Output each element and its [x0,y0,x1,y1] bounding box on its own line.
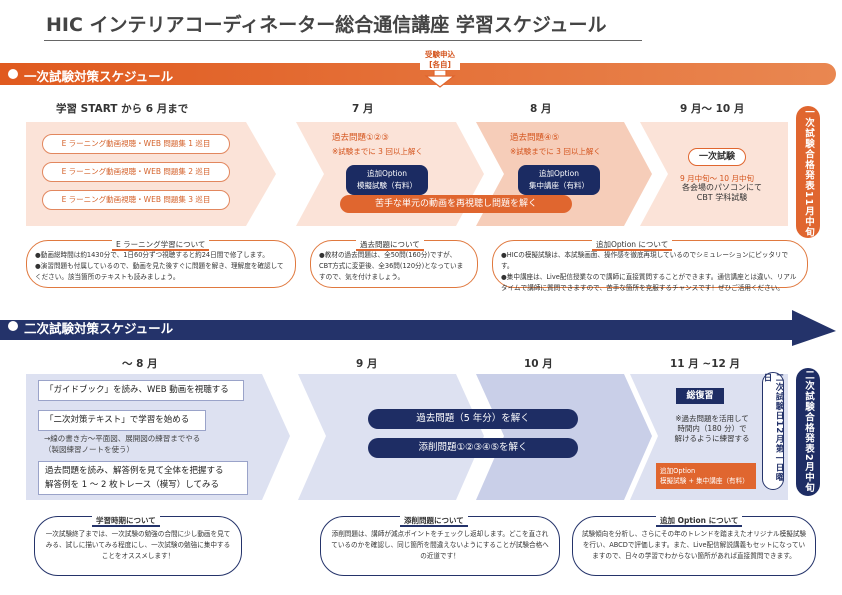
note-study-period-title-wrap: 学習時期について [92,508,160,527]
correction-questions: 添削問題①②③④⑤を解く [368,438,578,458]
month-label: 9 月〜 10 月 [680,103,745,115]
second-exam-bar-label: 二次試験対策スケジュール [24,321,174,336]
note-option-title: 追加Option について [592,240,673,251]
july-option-mock-exam: 追加Option 模擬試験（有料） [346,165,428,195]
note-past-title-wrap: 過去問題について [356,232,424,251]
title-rule [44,40,642,41]
down-arrow-icon [424,69,456,88]
bar-bullet-icon [8,69,18,79]
august-past-questions-title: 過去問題④⑤ [510,133,560,143]
month-label: 8 月 [530,103,552,115]
elearning-round-3: E ラーニング動画視聴・WEB 問題集 3 巡目 [42,190,230,210]
note-past-title: 過去問題について [356,240,424,251]
review-badge: 総復習 [676,388,724,404]
second-exam-bar-arrow [0,310,836,346]
note-option2-title: 追加 Option について [656,516,743,527]
note-elearning-title-wrap: E ラーニング学習について [112,232,210,251]
first-exam-bar: 一次試験対策スケジュール [0,63,836,85]
month-label: 〜 8 月 [122,358,158,370]
month-label: 7 月 [352,103,374,115]
step-textbook: 「二次対策テキスト」で学習を始める [38,410,206,431]
note-elearning-title: E ラーニング学習について [112,240,210,251]
second-option: 追加Option 模擬試験 + 集中講座（有料） [656,463,756,489]
application-label: 受験申込 [各自] [420,50,460,70]
first-exam-bar-label: 一次試験対策スケジュール [24,69,174,84]
step-guidebook: 「ガイドブック」を読み、WEB 動画を視聴する [38,380,244,401]
august-past-questions-note: ※試験までに 3 回以上解く [510,147,601,156]
month-label: 11 月 ~12 月 [670,358,740,370]
weak-point-review: 苦手な単元の動画を再視聴し問題を解く [340,195,572,213]
august-option-intensive: 追加Option 集中講座（有料） [518,165,600,195]
note-option2-title-wrap: 追加 Option について [656,508,743,527]
bar-bullet-icon [8,321,18,331]
note-option-title-wrap: 追加Option について [592,232,673,251]
july-past-questions-note: ※試験までに 3 回以上解く [332,147,423,156]
second-exam-date: 二次試験日12月第一日曜日 [762,372,784,490]
note-correction-title: 添削問題について [400,516,468,527]
first-exam-badge: 一次試験 [688,148,746,166]
month-label: 学習 START から 6 月まで [56,103,189,115]
first-exam-date: 9 月中旬〜 10 月中旬 [680,174,754,183]
application-arrow: 受験申込 [各自] [420,50,460,92]
first-exam-result: 一次試験合格発表11月中旬 [796,106,820,238]
note-correction-title-wrap: 添削問題について [400,508,468,527]
elearning-round-1: E ラーニング動画視聴・WEB 問題集 1 巡目 [42,134,230,154]
step-past-questions-trace: 過去問題を読み、解答例を見て全体を把握する 解答例を 1 〜 2 枚トレース（模… [38,461,248,495]
july-past-questions-title: 過去問題①②③ [332,133,389,143]
first-exam-detail: 各会場のパソコンにて CBT 学科試験 [682,183,762,202]
review-note: ※過去問題を活用して 時間内（180 分）で 解けるように練習する [674,414,750,443]
elearning-round-2: E ラーニング動画視聴・WEB 問題集 2 巡目 [42,162,230,182]
page-title: HIC インテリアコーディネーター総合通信講座 学習スケジュール [46,14,607,36]
month-label: 10 月 [524,358,553,370]
note-study-period-title: 学習時期について [92,516,160,527]
past-questions-5-years: 過去問題（5 年分）を解く [368,409,578,429]
second-exam-result: 二次試験合格発表2月中旬 [796,368,820,496]
month-label: 9 月 [356,358,378,370]
step-drawing-practice: →線の書き方〜平面図、展開図の練習までやる （製図練習ノートを使う） [44,434,201,454]
